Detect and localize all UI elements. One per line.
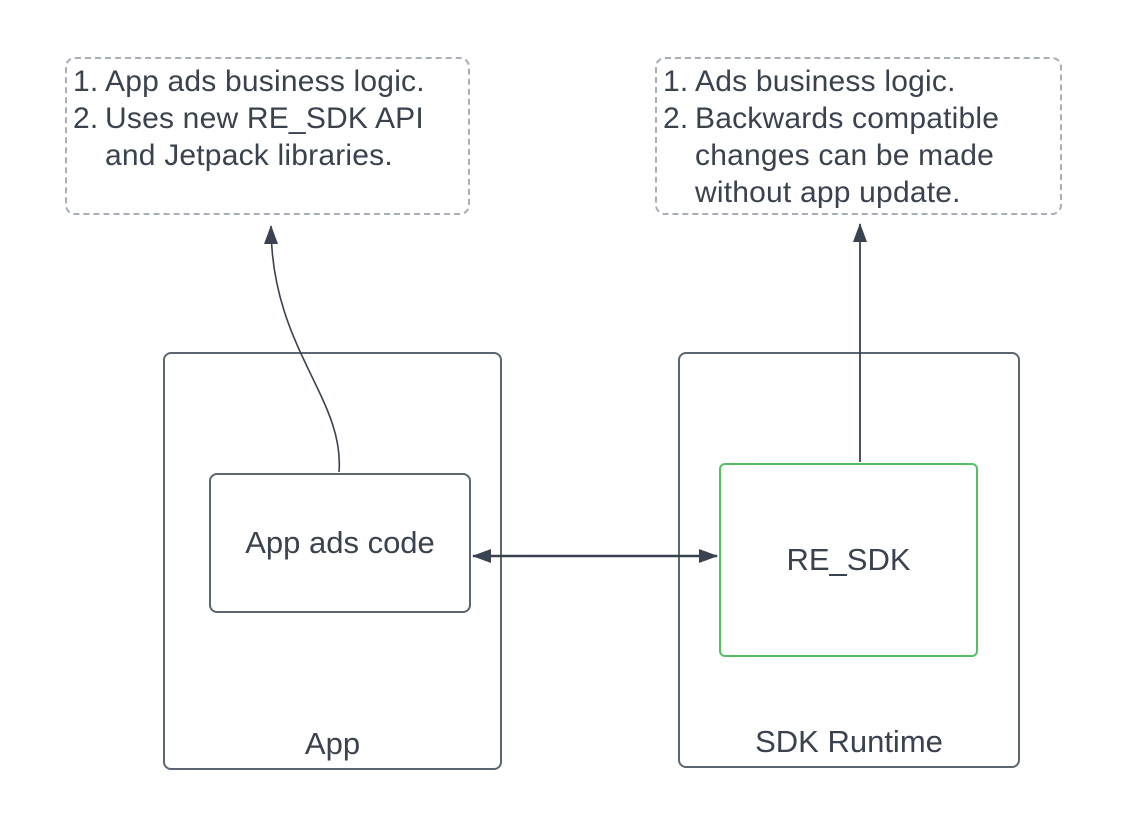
note-item-text: App ads business logic.	[105, 65, 425, 98]
note-item-text: Ads business logic.	[695, 65, 956, 98]
re-sdk-label: RE_SDK	[786, 542, 911, 577]
note-item: 2. Backwards compatible changes can be m…	[663, 100, 1054, 211]
note-item-text: Backwards compatible changes can be made…	[695, 102, 1000, 209]
re-sdk-box: RE_SDK	[719, 463, 978, 657]
app-label: App	[304, 726, 361, 761]
note-app-annotations: 1. App ads business logic. 2. Uses new R…	[65, 57, 470, 215]
note-item: 2. Uses new RE_SDK API and Jetpack libra…	[73, 100, 462, 174]
list-number: 1.	[663, 65, 689, 98]
list-number: 2.	[73, 102, 99, 135]
note-item: 1. Ads business logic.	[663, 63, 1054, 100]
note-item-text: Uses new RE_SDK API and Jetpack librarie…	[105, 102, 424, 172]
note-app-list: 1. App ads business logic. 2. Uses new R…	[73, 63, 462, 174]
app-ads-code-box: App ads code	[209, 473, 471, 613]
app-ads-code-label: App ads code	[245, 525, 435, 560]
list-number: 2.	[663, 102, 689, 135]
note-sdk-annotations: 1. Ads business logic. 2. Backwards comp…	[655, 57, 1062, 215]
sdk-runtime-label: SDK Runtime	[755, 724, 943, 759]
note-item: 1. App ads business logic.	[73, 63, 462, 100]
list-number: 1.	[73, 65, 99, 98]
note-sdk-list: 1. Ads business logic. 2. Backwards comp…	[663, 63, 1054, 211]
